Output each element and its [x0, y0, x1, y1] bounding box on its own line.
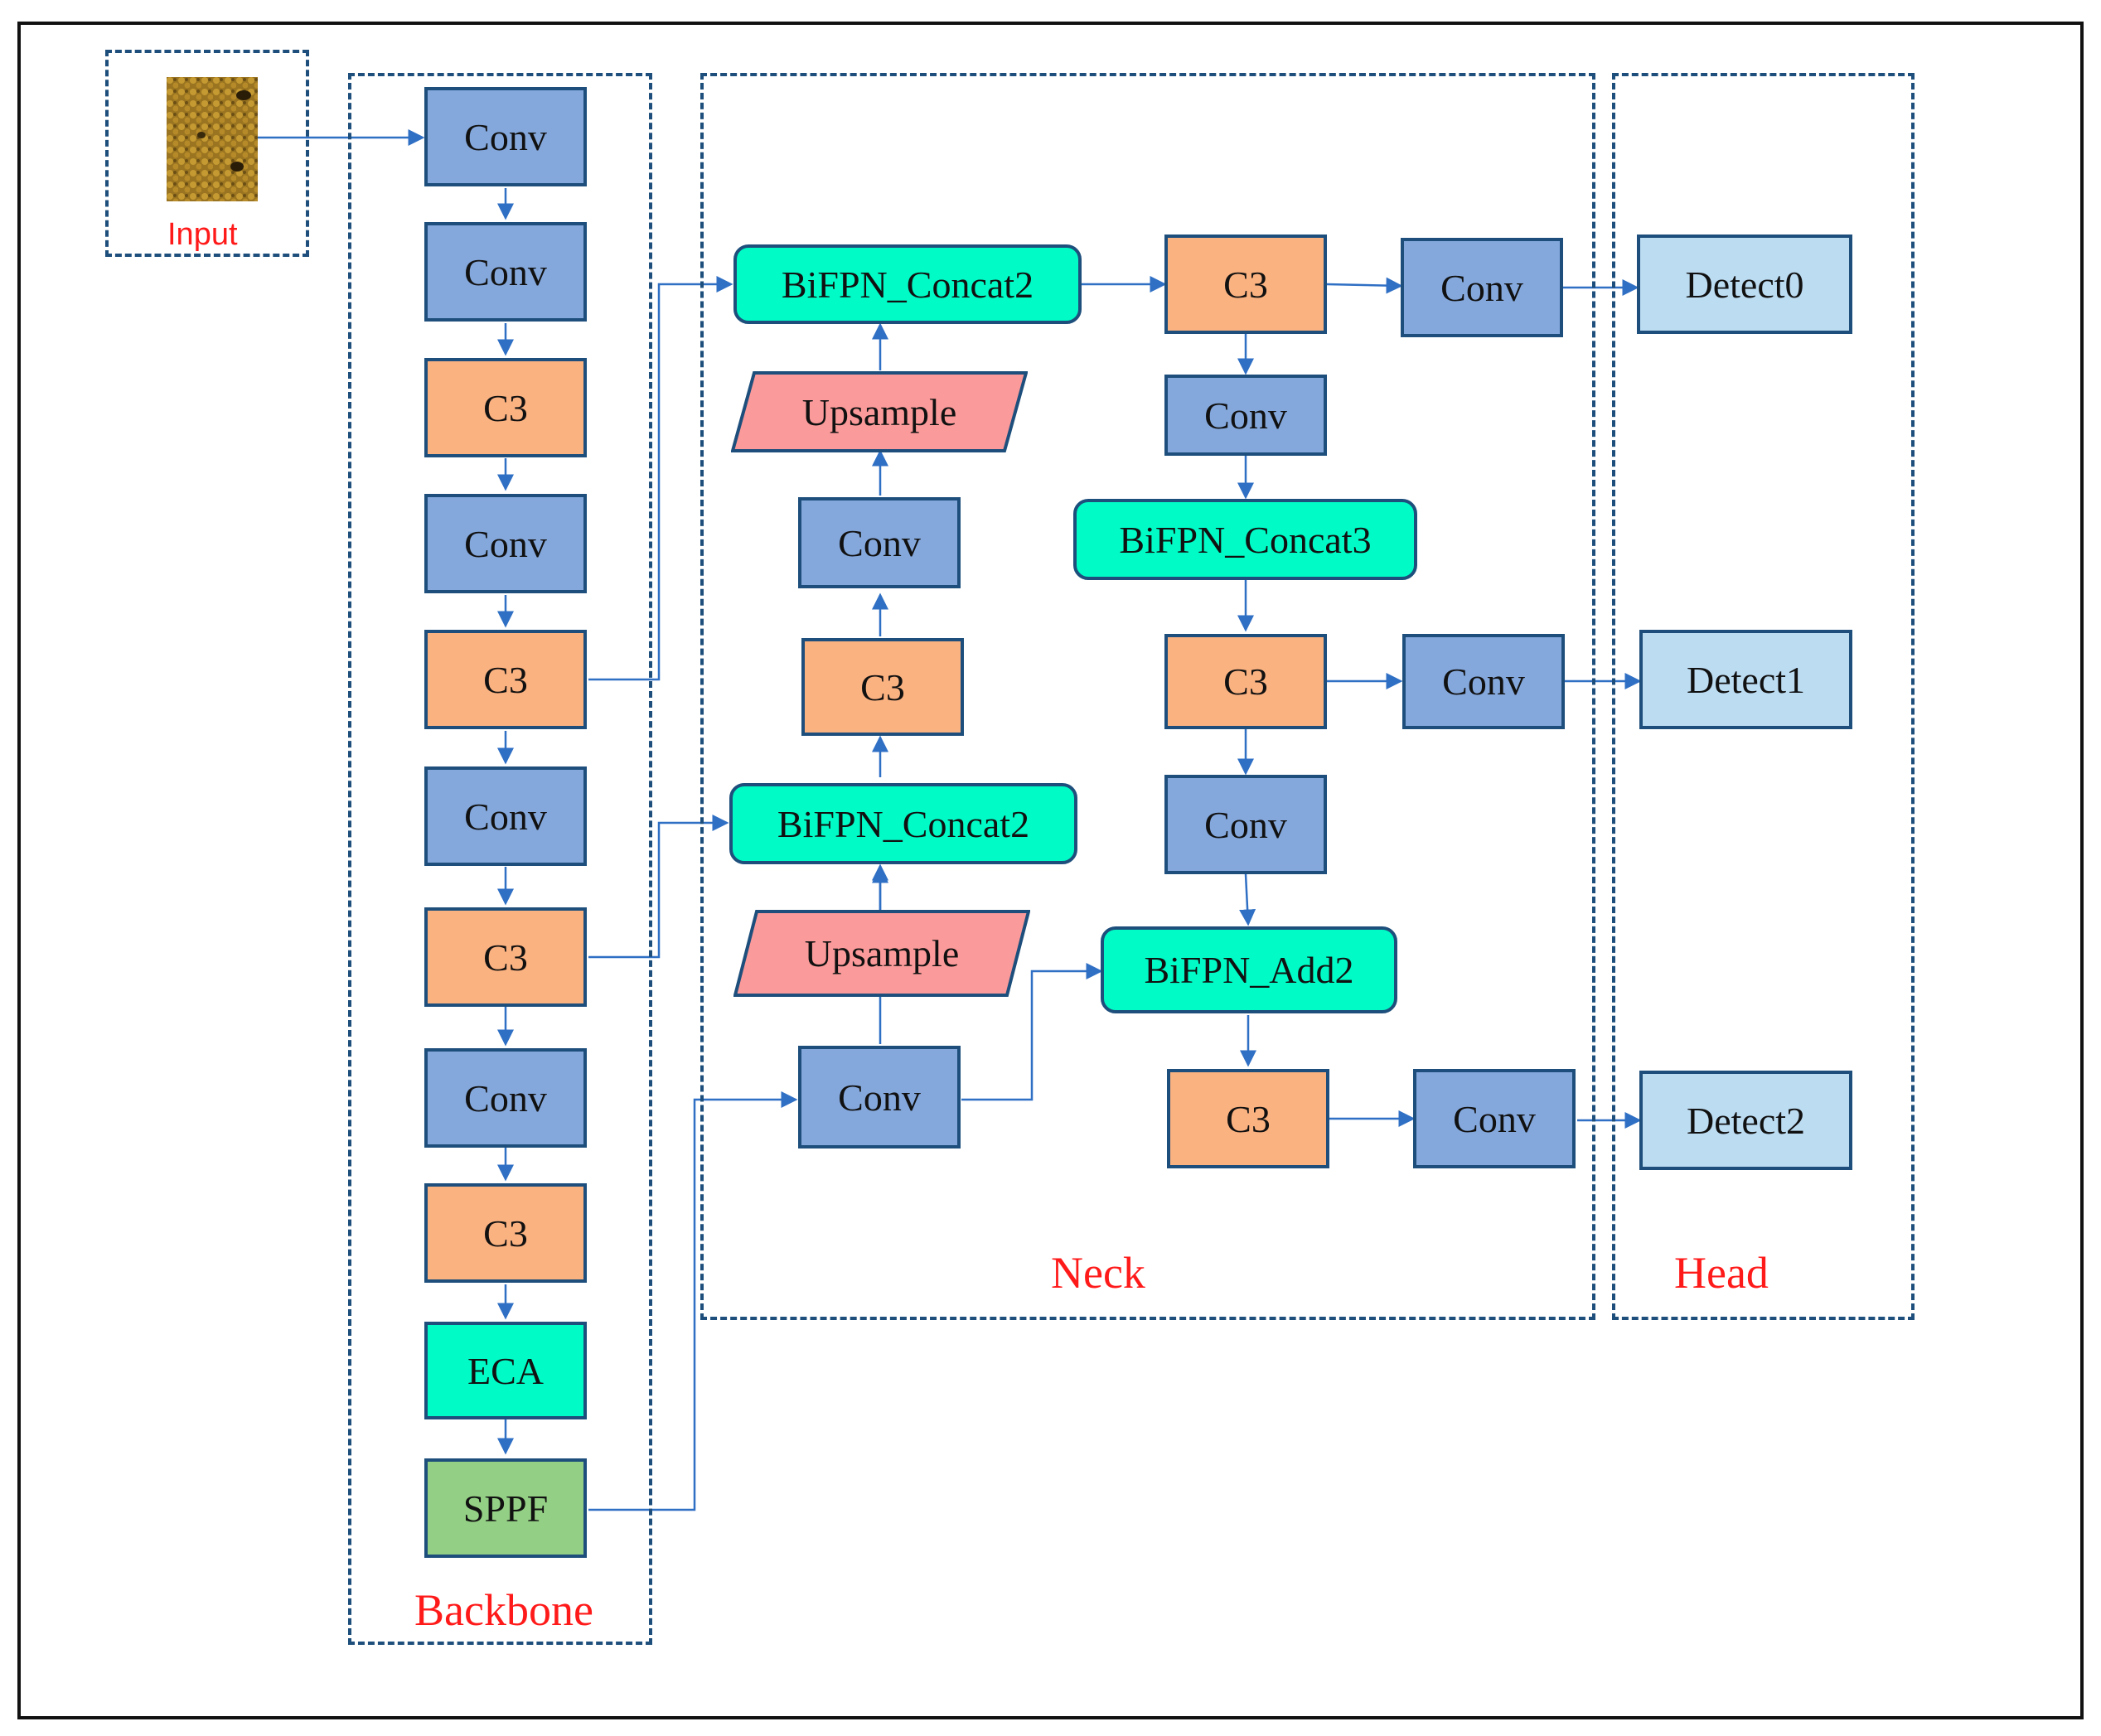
backbone-c3-2: C3 [424, 630, 587, 729]
backbone-group-box [348, 73, 652, 1645]
backbone-c3-1: C3 [424, 358, 587, 457]
neck-upsample-bottom: Upsample [733, 910, 1030, 997]
neck-group-box [700, 73, 1595, 1320]
input-group-box [105, 50, 309, 257]
arrow-conv-bottom-to-add2 [961, 963, 1103, 1101]
arrow-c3-p4-to-concat-bottom [588, 815, 729, 959]
neck-conv-r3: Conv [1164, 775, 1327, 874]
backbone-eca: ECA [424, 1322, 587, 1419]
head-detect1: Detect1 [1639, 630, 1852, 729]
upsample-top-shape [731, 371, 1028, 452]
backbone-c3-3: C3 [424, 907, 587, 1007]
head-detect2: Detect2 [1639, 1071, 1852, 1170]
neck-c3-r1: C3 [1164, 235, 1327, 334]
outer-frame [17, 22, 2084, 1719]
input-image [167, 77, 258, 201]
backbone-conv-5: Conv [424, 1048, 587, 1148]
neck-conv-mid: Conv [798, 497, 961, 588]
neck-bifpn-concat3: BiFPN_Concat3 [1073, 499, 1417, 580]
neck-upsample-top: Upsample [731, 371, 1028, 452]
backbone-conv-3: Conv [424, 494, 587, 593]
neck-c3-r3: C3 [1167, 1069, 1329, 1168]
arrow-sppf-to-conv [588, 1091, 798, 1511]
neck-label: Neck [1051, 1248, 1145, 1298]
arrow-conv-r3-to-add2 [1239, 873, 1256, 926]
arrow-c3-p3-to-concat-top [588, 276, 733, 681]
neck-conv-r2: Conv [1164, 375, 1327, 456]
backbone-sppf: SPPF [424, 1458, 587, 1558]
backbone-c3-4: C3 [424, 1183, 587, 1283]
neck-conv-r1-out: Conv [1401, 238, 1563, 337]
neck-bifpn-concat2-bottom: BiFPN_Concat2 [729, 783, 1077, 864]
backbone-conv-1: Conv [424, 87, 587, 186]
neck-conv-bottom: Conv [798, 1046, 961, 1148]
neck-bifpn-add2: BiFPN_Add2 [1101, 926, 1397, 1013]
backbone-label: Backbone [414, 1585, 593, 1635]
backbone-conv-2: Conv [424, 222, 587, 322]
neck-conv-r2-out: Conv [1402, 634, 1565, 729]
neck-conv-r3-out: Conv [1413, 1069, 1576, 1168]
connector-arrows [257, 129, 1642, 1511]
arrow-c3-r1-to-conv [1325, 277, 1403, 294]
head-label: Head [1674, 1248, 1769, 1298]
neck-bifpn-concat2-top: BiFPN_Concat2 [733, 244, 1082, 324]
head-detect0: Detect0 [1637, 235, 1852, 334]
upsample-bottom-label: Upsample [804, 932, 960, 974]
head-group-box [1612, 73, 1915, 1320]
input-label: Input [167, 217, 238, 252]
upsample-top-label: Upsample [801, 390, 957, 433]
backbone-conv-4: Conv [424, 766, 587, 866]
neck-c3-mid: C3 [801, 638, 964, 736]
neck-c3-r2: C3 [1164, 634, 1327, 729]
upsample-bottom-shape [733, 910, 1030, 997]
